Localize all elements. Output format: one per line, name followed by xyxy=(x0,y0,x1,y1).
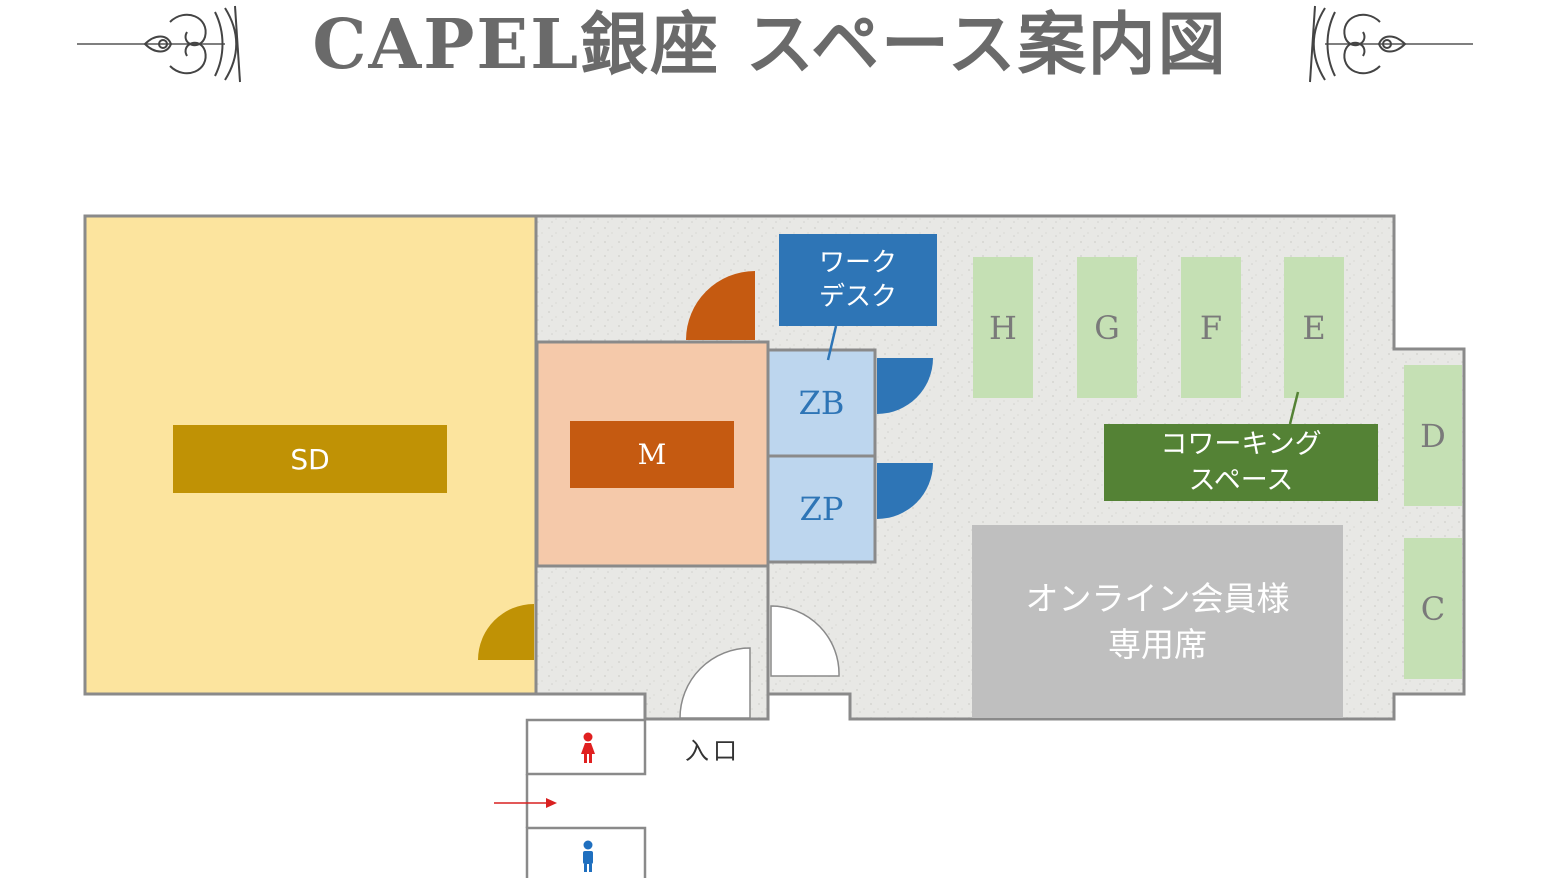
desk-g xyxy=(1077,257,1137,398)
desk-d xyxy=(1404,365,1462,506)
male-restroom-icon xyxy=(583,840,593,872)
ornament-right-icon xyxy=(1309,5,1473,83)
label-work-desk: ワーク デスク xyxy=(818,248,897,312)
label-desk-e: E xyxy=(1302,308,1326,347)
online-member-area xyxy=(972,525,1343,718)
label-zp: ZP xyxy=(799,490,844,528)
label-entrance: 入口 xyxy=(685,736,741,765)
label-desk-f: F xyxy=(1199,308,1223,347)
label-desk-g: G xyxy=(1094,308,1120,347)
desk-e xyxy=(1284,257,1344,398)
label-desk-h: H xyxy=(989,308,1017,347)
door-m xyxy=(686,271,755,340)
label-coworking: コワーキング スペース xyxy=(1160,428,1322,496)
coworking-box xyxy=(1104,424,1378,501)
booth-zp xyxy=(766,454,877,564)
label-online-seats: オンライン会員様 専用席 xyxy=(1025,578,1290,664)
desk-c xyxy=(1404,538,1462,679)
desk-f xyxy=(1181,257,1241,398)
label-desk-c: C xyxy=(1420,589,1446,628)
work-desk-box xyxy=(779,234,937,326)
entry-arrow-icon xyxy=(494,798,557,808)
door-entrance xyxy=(679,647,751,719)
door-zb xyxy=(877,358,933,414)
label-sd: SD xyxy=(290,442,330,476)
label-desk-d: D xyxy=(1420,416,1446,455)
booth-zb xyxy=(766,348,877,458)
table-m xyxy=(570,421,734,488)
female-restroom-icon xyxy=(581,732,595,763)
label-zb: ZB xyxy=(798,384,845,422)
door-corridor xyxy=(770,605,840,677)
door-zp xyxy=(877,463,933,519)
label-m: M xyxy=(637,438,667,471)
page-title: CAPEL銀座 スペース案内図 xyxy=(312,5,1228,85)
ornament-left-icon xyxy=(77,5,241,83)
desk-h xyxy=(973,257,1033,398)
door-sd xyxy=(478,604,534,660)
table-sd xyxy=(173,425,447,493)
